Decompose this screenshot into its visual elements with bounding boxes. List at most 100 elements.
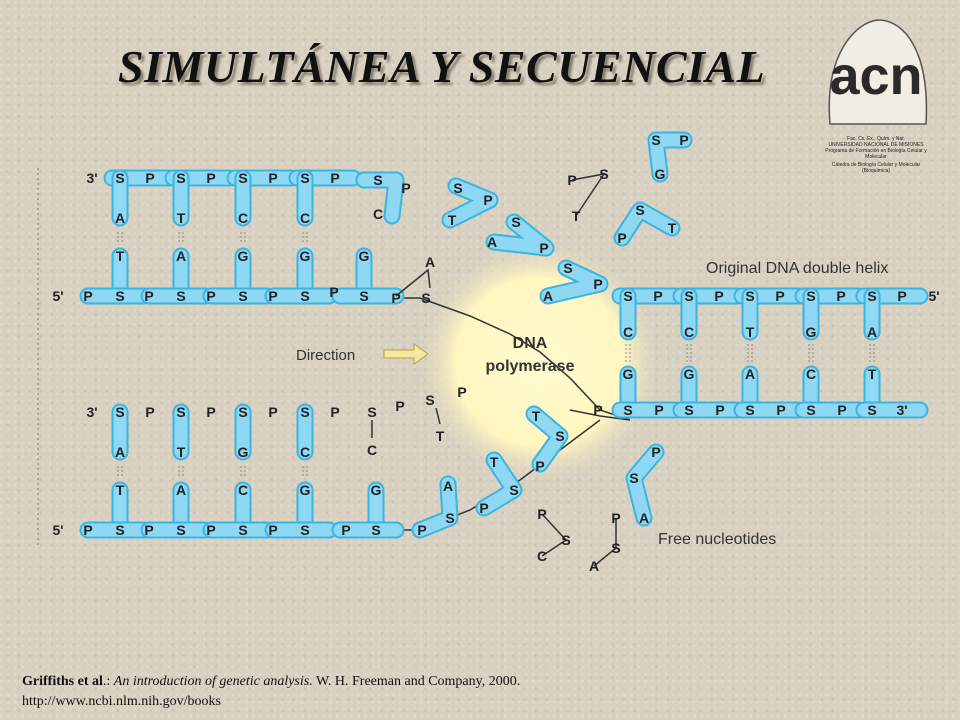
lower-bot-phosphate-1: P [144,522,153,538]
orig-bot-base-0: G [623,366,634,382]
free-nuc-4-bonds [541,513,568,557]
upper-fork-link [395,268,431,297]
upper-bot-sugar-1: S [176,288,185,304]
orig-top-base-1: C [684,324,694,340]
lower-fork-sugar-0: S [367,404,376,420]
lower-bot-sugar-0: S [115,522,124,538]
upper-top-phosphate-0: P [145,170,154,186]
upper-bot-phosphate-2: P [206,288,215,304]
free-nuc-0-sugar: S [651,132,660,148]
upper-top-sugar-0: S [115,170,124,186]
lower-bot-base-3: G [300,482,311,498]
upper-fork-sugar-1: S [453,180,462,196]
logo-line-5: Cátedra de Biología Celular y Molecular [831,162,921,168]
lower-fork-base-4: T [532,408,541,424]
orig-end-3: 3' [896,402,907,418]
lower-bot-base-4: G [371,482,382,498]
upper-top-phosphate-3: P [330,170,339,186]
lower-top-sugar-1: S [176,404,185,420]
orig-top-sugar-1: S [684,288,693,304]
lower-fork-seg-1 [477,453,521,515]
lower-fork-phosphate-3: P [479,500,488,516]
upper-top-base-1: T [177,210,186,226]
lower-top-phosphate-2: P [268,404,277,420]
free-nuc-4-base: C [537,548,547,564]
free-nuc-4-sugar: S [561,532,570,548]
orig-top-base-0: C [623,324,633,340]
upper-top-phosphate-1: P [206,170,215,186]
lower-fork-base-2: A [443,478,453,494]
free-nuc-2-base: T [668,220,677,236]
upper-top-sugar-1: S [176,170,185,186]
orig-top-phosphate-3: P [836,288,845,304]
logo-line-1: Fac. Cs. Ex., Quím. y Nat. [846,136,906,142]
free-nuc-3-base: A [639,510,649,526]
lower-fork-sugar-2: S [445,510,454,526]
citation-publisher: W. H. Freeman and Company, 2000. [312,674,521,689]
orig-bot-sugar-1: S [684,402,693,418]
acn-logo: acn Fac. Cs. Ex., Quím. y Nat. UNIVERSID… [816,14,936,210]
lower-bot-sugar-2: S [238,522,247,538]
free-nuc-1-bonds [571,172,606,217]
lower-bot-phosphate-4: P [341,522,350,538]
lower-bot-phosphate-3: P [268,522,277,538]
upper-fork-base-1: T [448,212,457,228]
free-nuc-0-tube [649,133,691,181]
upper-end-3: 3' [86,170,97,186]
lower-fork-phosphate-1: P [457,384,466,400]
citation-line: Griffiths et al.: An introduction of gen… [22,674,520,690]
upper-fork-seg-0 [357,173,403,223]
upper-fork-seg-2 [487,215,553,255]
orig-top-phosphate-2: P [775,288,784,304]
orig-bot-phosphate-1: P [654,402,663,418]
citation-author: Griffiths et al [22,674,103,689]
lower-fork-phosphate-4: P [535,458,544,474]
upper-fork-phosphate-1: P [483,192,492,208]
lower-fork-base-0: C [367,442,377,458]
upper-bot-base-4: G [359,248,370,264]
free-nuc-4-phosphate: P [537,506,546,522]
lower-fork-seg-2 [527,407,567,471]
citation-url[interactable]: http://www.ncbi.nlm.nih.gov/books [22,694,221,709]
lower-top-base-0: A [115,444,125,460]
free-nuc-0-base: G [655,166,666,182]
logo-letters: acn [829,46,922,106]
dna-polymerase-label-1: DNA [513,335,548,352]
lower-top-base-1: T [177,444,186,460]
citation-separator: .: [102,674,114,689]
upper-fork-base-3: A [543,288,553,304]
free-nuc-5-sugar: S [611,540,620,556]
upper-bot-phosphate-5: P [391,290,400,306]
upper-bot-phosphate-3: P [268,288,277,304]
lower-fork-base-3: T [490,454,499,470]
upper-top-sugar-3: S [300,170,309,186]
upper-fork-base-0: C [373,206,383,222]
upper-fork-sugar-2: S [511,214,520,230]
lower-fork-link-1 [435,407,441,425]
orig-bot-phosphate-3: P [776,402,785,418]
lower-fork-sugar-1: S [425,392,434,408]
upper-bot-sugar-3: S [300,288,309,304]
upper-top-phosphate-2: P [268,170,277,186]
upper-top-sugar-2: S [238,170,247,186]
lower-fork-base-1: T [436,428,445,444]
direction-arrow [383,343,429,365]
orig-bot-sugar-4: S [867,402,876,418]
free-nuc-3-sugar: S [629,470,638,486]
lower-fork-phosphate-0: P [395,398,404,414]
upper-fork-phosphate-2: P [539,240,548,256]
upper-fork-seg-3 [541,261,607,303]
free-nuc-1-phosphate: P [567,172,576,188]
lower-top-base-3: C [300,444,310,460]
slide-title: SIMULTÁNEA Y SECUENCIAL [118,41,766,92]
upper-bot-sugar-2: S [238,288,247,304]
orig-top-phosphate-4: P [897,288,906,304]
free-nuc-2-phosphate: P [617,230,626,246]
orig-top-sugar-4: S [867,288,876,304]
lower-fork-seg-0 [413,477,457,537]
dna-polymerase-label-2: polymerase [486,358,575,375]
orig-bot-sugar-2: S [745,402,754,418]
orig-bot-base-2: A [745,366,755,382]
lower-top-sugar-3: S [300,404,309,420]
upper-fork-base-2: A [487,234,497,250]
